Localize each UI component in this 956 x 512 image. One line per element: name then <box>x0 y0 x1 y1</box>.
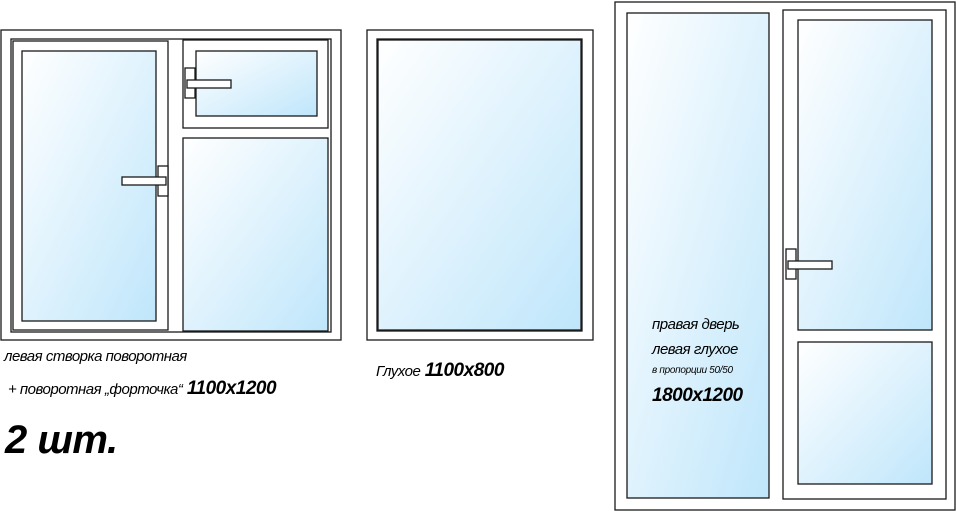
window-2-size: 1100x800 <box>424 360 505 381</box>
window-2 <box>366 29 594 341</box>
window-1-quantity: 2 шт. <box>5 418 118 462</box>
window-2-inner-frame <box>376 38 583 332</box>
window-3 <box>614 1 956 511</box>
window-1-caption-description: + поворотная „форточка“ <box>8 381 183 398</box>
window-1-left-glass <box>21 50 157 322</box>
window-1-caption-line1: левая створка поворотная <box>4 348 187 365</box>
window-3-caption-line2: левая глухое <box>652 341 738 358</box>
window-2-label: Глухое <box>376 363 421 380</box>
window-3-door-sash <box>782 9 947 500</box>
window-1-transom-sash <box>182 39 329 129</box>
window-2-glass <box>377 39 582 331</box>
window-3-left-fixed-glass <box>626 12 770 499</box>
window-3-caption-line3: в пропорции 50/50 <box>652 365 733 376</box>
window-1-transom-handle <box>184 67 232 99</box>
window-2-caption: Глухое 1100x800 <box>376 360 504 382</box>
window-3-door-lower-glass <box>797 341 933 485</box>
window-1-inner-frame <box>10 38 332 333</box>
window-1-right-glass <box>182 137 329 332</box>
window-1 <box>0 29 342 341</box>
window-1-caption-line2: + поворотная „форточка“ 1100x1200 <box>8 378 277 400</box>
window-3-door-handle <box>785 248 833 280</box>
window-3-caption-line1: правая дверь <box>652 316 740 333</box>
window-1-size: 1100x1200 <box>186 378 277 399</box>
window-3-size: 1800x1200 <box>652 385 743 406</box>
window-1-left-handle <box>121 165 169 197</box>
window-3-door-upper-glass <box>797 19 933 331</box>
